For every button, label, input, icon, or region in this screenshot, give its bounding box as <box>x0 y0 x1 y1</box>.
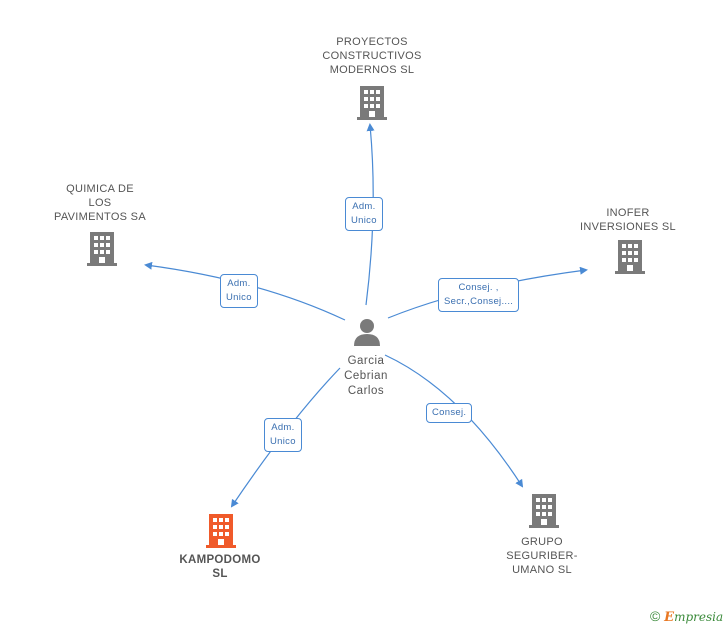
company-label-line: SL <box>212 568 228 580</box>
edge-label-inofer[interactable]: Consej. , Secr.,Consej.... <box>438 278 520 312</box>
edge-label-grupo[interactable]: Consej. <box>426 403 473 423</box>
brand-logo[interactable]: © Empresia <box>650 608 723 625</box>
brand-name-rest: mpresia <box>674 610 724 624</box>
edge-label-line: Adm. <box>352 201 376 212</box>
person-name-line: Carlos <box>347 385 385 397</box>
person-name-line: Cebrian <box>344 370 388 382</box>
edge-label-line: Secr.,Consej.... <box>444 296 514 307</box>
company-label-quimica[interactable]: QUIMICA DE LOS PAVIMENTOS SA <box>40 182 160 224</box>
edge-label-line: Adm. <box>227 278 251 289</box>
company-label-line: SEGURIBER- <box>506 550 578 562</box>
edge-label-line: Unico <box>270 436 296 447</box>
company-label-line: INVERSIONES SL <box>580 221 676 233</box>
edge-label-line: Consej. , <box>458 282 499 293</box>
company-label-line: GRUPO <box>521 536 563 548</box>
company-label-kampodomo[interactable]: KAMPODOMO SL <box>160 553 280 581</box>
person-label[interactable]: Garcia Cebrian Carlos <box>316 354 416 399</box>
copyright-symbol: © <box>650 608 661 624</box>
brand-initial: E <box>664 610 675 625</box>
company-label-line: MODERNOS SL <box>329 64 415 76</box>
company-label-grupo[interactable]: GRUPO SEGURIBER- UMANO SL <box>482 535 602 577</box>
company-label-line: UMANO SL <box>512 564 572 576</box>
company-label-line: PROYECTOS <box>336 36 408 48</box>
company-label-line: PAVIMENTOS SA <box>54 211 146 223</box>
edge-label-line: Adm. <box>271 422 295 433</box>
edge-label-kampodomo[interactable]: Adm. Unico <box>264 418 302 452</box>
person-name-line: Garcia <box>347 355 385 367</box>
company-label-line: CONSTRUCTIVOS <box>322 50 422 62</box>
company-label-line: LOS <box>88 197 112 209</box>
company-label-proyectos[interactable]: PROYECTOS CONSTRUCTIVOS MODERNOS SL <box>312 35 432 77</box>
company-label-inofer[interactable]: INOFER INVERSIONES SL <box>568 206 688 234</box>
building-icon[interactable] <box>87 232 117 271</box>
edge-label-quimica[interactable]: Adm. Unico <box>220 274 258 308</box>
company-label-line: KAMPODOMO <box>179 554 261 566</box>
edge-label-proyectos[interactable]: Adm. Unico <box>345 197 383 231</box>
building-icon-highlight[interactable] <box>206 514 236 553</box>
company-label-line: INOFER <box>606 207 650 219</box>
company-label-line: QUIMICA DE <box>66 183 134 195</box>
person-icon[interactable] <box>354 319 380 346</box>
edge-label-line: Unico <box>351 215 377 226</box>
building-icon[interactable] <box>357 86 387 125</box>
building-icon[interactable] <box>529 494 559 533</box>
edge-label-line: Consej. <box>432 407 467 418</box>
building-icon[interactable] <box>615 240 645 279</box>
edge-label-line: Unico <box>226 292 252 303</box>
